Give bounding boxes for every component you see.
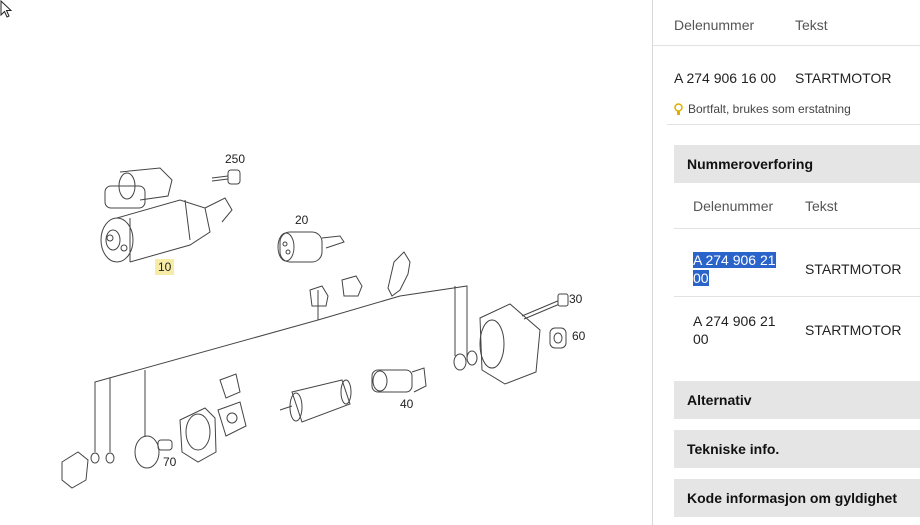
note-divider [667, 124, 920, 125]
sub-header-divider [674, 228, 920, 229]
callout-70[interactable]: 70 [163, 455, 177, 469]
sub-header-number: Delenummer [693, 198, 774, 214]
part-number[interactable]: A 274 906 16 00 [674, 70, 776, 86]
row-divider [674, 296, 920, 297]
assembly-lines [94, 285, 468, 452]
nose-housing-part [453, 303, 541, 385]
end-cover-part [61, 451, 89, 489]
armature-part [279, 379, 352, 423]
section-tekniske-info[interactable]: Tekniske info. [674, 430, 920, 468]
callout-40[interactable]: 40 [400, 397, 414, 411]
solenoid-20-part [277, 231, 345, 263]
section-nummeroverforing[interactable]: Nummeroverforing [674, 145, 920, 183]
exploded-view-drawing [61, 167, 569, 489]
pinion-40-part [371, 367, 427, 393]
bush-60-part [549, 327, 567, 349]
transfer-part-number[interactable]: A 274 906 21 00 [693, 312, 789, 348]
brush-holder-part [217, 373, 247, 437]
selected-text: 00 [693, 270, 709, 286]
parts-diagram: 250 10 20 30 60 40 70 [0, 0, 586, 489]
part-text: STARTMOTOR [795, 70, 892, 86]
header-divider [653, 45, 920, 46]
column-header-text: Tekst [795, 17, 828, 33]
part-details-panel: Delenummer Tekst A 274 906 16 00 STARTMO… [652, 0, 920, 525]
starter-motor-part [100, 167, 233, 263]
transfer-part-number[interactable]: A 274 906 21 00 [693, 251, 789, 287]
mouse-cursor-icon [0, 0, 13, 18]
bolt-250-part [211, 169, 241, 185]
callout-60[interactable]: 60 [572, 329, 586, 343]
section-alternativ[interactable]: Alternativ [674, 381, 920, 419]
o-ring-part [134, 435, 160, 469]
bracket-parts [309, 251, 411, 307]
bolt-30-part [521, 293, 569, 320]
callout-20[interactable]: 20 [295, 213, 309, 227]
transfer-part-text: STARTMOTOR [805, 261, 902, 277]
housing-part [179, 407, 217, 463]
callout-10[interactable]: 10 [155, 259, 175, 275]
section-kode-informasjon[interactable]: Kode informasjon om gyldighet [674, 479, 920, 517]
lightbulb-icon [674, 102, 683, 115]
transfer-part-number-line: 00 [693, 331, 709, 347]
status-note-text: Bortfalt, brukes som erstatning [688, 102, 851, 116]
selected-text: A 274 906 21 [693, 252, 776, 268]
column-header-number: Delenummer [674, 17, 755, 33]
transfer-part-number-line: A 274 906 21 [693, 313, 776, 329]
transfer-part-text: STARTMOTOR [805, 322, 902, 338]
callout-250[interactable]: 250 [225, 152, 246, 166]
callout-30[interactable]: 30 [569, 292, 583, 306]
sub-header-text: Tekst [805, 198, 838, 214]
status-note: Bortfalt, brukes som erstatning [674, 102, 851, 116]
